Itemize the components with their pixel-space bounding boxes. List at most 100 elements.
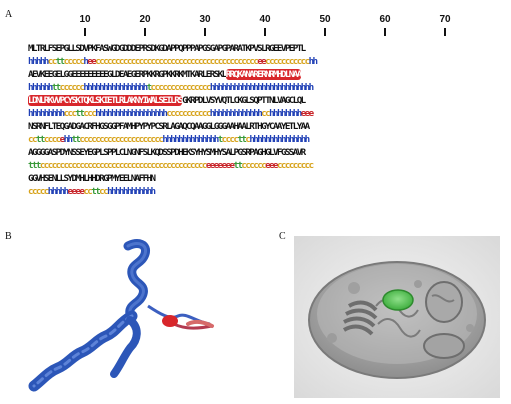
vesicle [348, 282, 360, 294]
secondary-structure-run: hhhhhhhhh [28, 108, 65, 119]
secondary-structure-run: hhhhhhhhhhhhhhhh [83, 82, 148, 93]
secondary-structure-line: tttccccccccccccccccccccccccccccccccccccc… [28, 159, 498, 172]
strand-segment [186, 319, 214, 328]
secondary-structure-run: cccccccccccccccccccccccccccccccccccccccc… [39, 160, 208, 171]
secondary-structure-run: hh [308, 56, 318, 67]
helix-ribbon-branch [110, 316, 141, 378]
secondary-structure-run: tt [35, 134, 45, 145]
secondary-structure-run: hhhhhhhhhhhhhhhhhhhhhhhhhh [209, 82, 314, 93]
secondary-structure-run: cc [47, 56, 57, 67]
secondary-structure-run: hhhhhhhhhhhhhhhhhh [95, 108, 168, 119]
sequence-segment: AEVKEEGELGGEEEEEEEEEGLDEAEGERPKKRGPKKRKM… [28, 69, 227, 80]
ruler-tick-mark [324, 28, 326, 36]
secondary-structure-run: tt [71, 134, 80, 145]
cell-localization-image [294, 236, 500, 398]
ruler-tick-mark [444, 28, 446, 36]
vacuole [423, 333, 465, 359]
secondary-structure-run: cc [261, 108, 270, 119]
secondary-structure-run: cccccccccccccccccccccccccccccccccccccccc… [95, 56, 259, 67]
vesicle [414, 280, 422, 288]
ruler-tick-label: 30 [199, 14, 211, 25]
loop-segment [147, 304, 213, 330]
protein-structure-model [28, 239, 214, 392]
secondary-structure-run: t [146, 82, 153, 93]
secondary-structure-run: ee [87, 56, 96, 67]
secondary-structure-run: cccccc [59, 82, 85, 93]
secondary-structure-run: hhhhhhhhhhhh [107, 186, 156, 197]
ruler-tick-mark [384, 28, 386, 36]
panel-label-a: A [5, 9, 13, 20]
ruler-tick-label: 10 [79, 14, 91, 25]
nucleus-localized-signal [382, 289, 414, 311]
secondary-structure-run: tt [55, 56, 65, 67]
secondary-structure-run: ttt [28, 160, 41, 171]
sequence-line: AGGGGASPDYNSSEYEGPLSPPLCLNGNFSLKQDSSPDHE… [28, 147, 306, 158]
secondary-structure-run: hhhhhhhhhhhhh [209, 108, 263, 119]
secondary-structure-run: eeeeeee [205, 160, 235, 171]
helix-ribbon-lower [28, 310, 138, 392]
secondary-structure-run: tt [237, 134, 246, 145]
ruler-tick-mark [264, 28, 266, 36]
sequence-line: AEVKEEGELGGEEEEEEEEEGLDEAEGERPKKRGPKKRKM… [28, 68, 498, 81]
secondary-structure-run: ccccccccccccccc [150, 82, 212, 93]
secondary-structure-run: ccccc [63, 56, 85, 67]
secondary-structure-run: ccccccccccccccccccccc [79, 134, 164, 145]
secondary-structure-run: hhhhhh [28, 82, 53, 93]
sequence-segment: GKRPDLVSYVQTLCKGLSQPTTNLVAGCLQL [182, 95, 306, 106]
ruler-tick-label: 40 [259, 14, 271, 25]
secondary-structure-run: t [217, 134, 224, 145]
secondary-structure-line: hhhhhhttcccccchhhhhhhhhhhhhhhhtccccccccc… [28, 81, 498, 94]
vesicle [327, 333, 337, 343]
ruler-tick-mark [84, 28, 86, 36]
secondary-structure-run: ccc [83, 108, 96, 119]
secondary-structure-run: ccc [63, 108, 77, 119]
vesicle [466, 324, 474, 332]
ruler-tick-label: 20 [139, 14, 151, 25]
secondary-structure-line: ccccchhhhheeeeccttcchhhhhhhhhhhh [28, 185, 498, 198]
secondary-structure-run: tt [75, 108, 84, 119]
secondary-structure-run: cc [83, 186, 92, 197]
ruler-tick-mark [204, 28, 206, 36]
sequence-line: GGVHSENLLSYDMHLHHDRGPMYEELNAFFHN [28, 173, 156, 184]
panel-label-b: B [5, 231, 12, 242]
secondary-structure-run: cccccc [241, 160, 266, 171]
ruler-tick-label: 70 [439, 14, 451, 25]
secondary-structure-run: hhhhhhhhhhhhhh [162, 134, 219, 145]
sequence-line: MLTRLFSEPGLLSDVPKFASWGDGDDDEPRSDKGDAPPQP… [28, 43, 306, 54]
secondary-structure-run: eee [265, 160, 278, 171]
secondary-structure-run: ccccccccc [276, 160, 314, 171]
secondary-structure-run: hhhhhhhh [269, 108, 302, 119]
secondary-structure-run: cc [28, 134, 37, 145]
secondary-structure-run: c [245, 134, 251, 145]
helix-ribbon-upper [123, 239, 150, 319]
sequence-alignment: MLTRLFSEPGLLSDVPKFASWGDGDDDEPRSDKGDAPPQP… [28, 42, 498, 198]
mitochondrion [425, 281, 463, 323]
secondary-structure-run: hhhhh [28, 56, 49, 67]
highlighted-sequence-segment: RRQKANARERNRMHDLNAA [225, 69, 302, 80]
secondary-structure-run: tt [51, 82, 61, 93]
secondary-structure-run: h [83, 56, 89, 67]
secondary-structure-run: hh [63, 134, 73, 145]
secondary-structure-run: e [59, 134, 66, 145]
secondary-structure-run: tt [233, 160, 243, 171]
sequence-line: NSRNFLTEQGADGACRFHGSGGPFAMHPYPYPCSRLAGAQ… [28, 121, 310, 132]
secondary-structure-run: hhhhh [47, 186, 69, 197]
secondary-structure-run: cccc [221, 134, 239, 145]
secondary-structure-run: eee [300, 108, 314, 119]
sequence-line: LDNLRKVVPCYSKTQKLSKIETLRLAKNYIWALSEILRSG… [28, 94, 498, 107]
secondary-structure-run: tt [91, 186, 100, 197]
secondary-structure-run: ccccccccccc [265, 56, 310, 67]
secondary-structure-run: cc [99, 186, 108, 197]
secondary-structure-run: hhhhhhhhhhhhhhh [249, 134, 310, 145]
highlighted-sequence-segment: LDNLRKVVPCYSKTQKLSKIETLRLAKNYIWALSEILRS [28, 95, 184, 106]
ruler-tick-mark [144, 28, 146, 36]
highlighted-region-marker [162, 315, 178, 327]
secondary-structure-run: ccccc [28, 186, 49, 197]
secondary-structure-line: hhhhhccttcccccheeccccccccccccccccccccccc… [28, 55, 498, 68]
secondary-structure-run: cccc [43, 134, 61, 145]
secondary-structure-run: eeee [67, 186, 85, 197]
secondary-structure-line: hhhhhhhhhcccttccchhhhhhhhhhhhhhhhhhccccc… [28, 107, 498, 120]
golgi-apparatus [342, 300, 378, 336]
secondary-structure-line: ccttccccehhttccccccccccccccccccccchhhhhh… [28, 133, 498, 146]
